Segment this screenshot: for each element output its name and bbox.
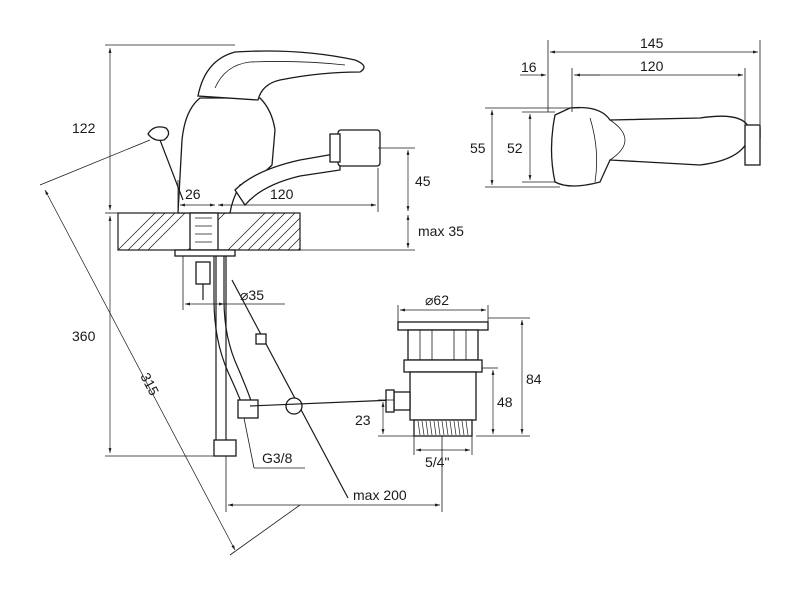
thread-line bbox=[429, 420, 433, 436]
pop-up-knob bbox=[147, 126, 170, 142]
thread-line bbox=[425, 420, 429, 436]
mounting-nut bbox=[195, 261, 211, 285]
thread-line bbox=[465, 420, 469, 436]
hatch-line bbox=[287, 237, 301, 251]
hatch-line bbox=[237, 212, 276, 251]
dim-spout-offset: 26 bbox=[185, 186, 201, 202]
pop-up-rod bbox=[231, 279, 349, 499]
hatch-line bbox=[297, 247, 301, 251]
dim-waste-diameter: ⌀62 bbox=[425, 292, 449, 308]
dim-hole-diameter: ⌀35 bbox=[240, 287, 264, 303]
dim-tap-height: 360 bbox=[72, 328, 96, 344]
hatch-line bbox=[277, 227, 301, 251]
thread-line bbox=[441, 420, 445, 436]
mixer-side-view bbox=[117, 50, 396, 499]
hatch-line bbox=[267, 217, 301, 251]
dim-spout-height: 45 bbox=[415, 173, 431, 189]
dim-waste-height: 84 bbox=[526, 371, 542, 387]
hatch-line bbox=[147, 212, 186, 251]
spout bbox=[234, 152, 341, 207]
thread-line bbox=[445, 420, 449, 436]
dim-waste-body: 48 bbox=[497, 394, 513, 410]
dim-waste-thread: 5/4" bbox=[425, 454, 449, 470]
hatch-line bbox=[137, 212, 176, 251]
dim-hose-thread: G3/8 bbox=[262, 450, 293, 466]
dim-top-back: 16 bbox=[521, 59, 537, 75]
mounting-shank bbox=[189, 212, 219, 251]
thread-line bbox=[433, 420, 437, 436]
hose-fitting bbox=[213, 439, 237, 457]
dim-rod-height: 23 bbox=[355, 412, 371, 428]
thread-line bbox=[449, 420, 453, 436]
hatch-line bbox=[227, 212, 266, 251]
flexible-hose-a bbox=[213, 256, 245, 411]
hatch-line bbox=[127, 212, 166, 251]
dim-top-reach: 120 bbox=[640, 58, 664, 74]
dim-top-total: 145 bbox=[640, 35, 664, 51]
thread-line bbox=[437, 420, 441, 436]
dim-rod-length: max 200 bbox=[353, 487, 407, 503]
rod-clamp bbox=[285, 397, 303, 415]
dim-deck-thickness: max 35 bbox=[418, 223, 464, 239]
dim-total-height: 122 bbox=[72, 120, 96, 136]
hatch-line bbox=[247, 212, 286, 251]
thread-line bbox=[417, 420, 421, 436]
aerator bbox=[337, 129, 381, 167]
waste-fitting bbox=[385, 321, 489, 437]
hatch-line bbox=[117, 212, 156, 251]
mixer-body bbox=[177, 97, 276, 214]
mixer-top-view bbox=[550, 106, 761, 187]
dim-top-body: 52 bbox=[507, 140, 523, 156]
mounting-plate bbox=[174, 249, 236, 257]
dim-hose-length: 315 bbox=[137, 370, 162, 398]
dim-top-width: 55 bbox=[470, 140, 486, 156]
dimension-lines bbox=[39, 40, 761, 556]
thread-line bbox=[421, 420, 425, 436]
dim-spout-reach: 120 bbox=[270, 186, 294, 202]
thread-line bbox=[457, 420, 461, 436]
thread-line bbox=[461, 420, 465, 436]
dimension-labels: 122 360 315 26 120 45 max 35 ⌀35 ⌀62 84 … bbox=[72, 35, 664, 503]
hatch-line bbox=[257, 212, 296, 251]
thread-line bbox=[453, 420, 457, 436]
